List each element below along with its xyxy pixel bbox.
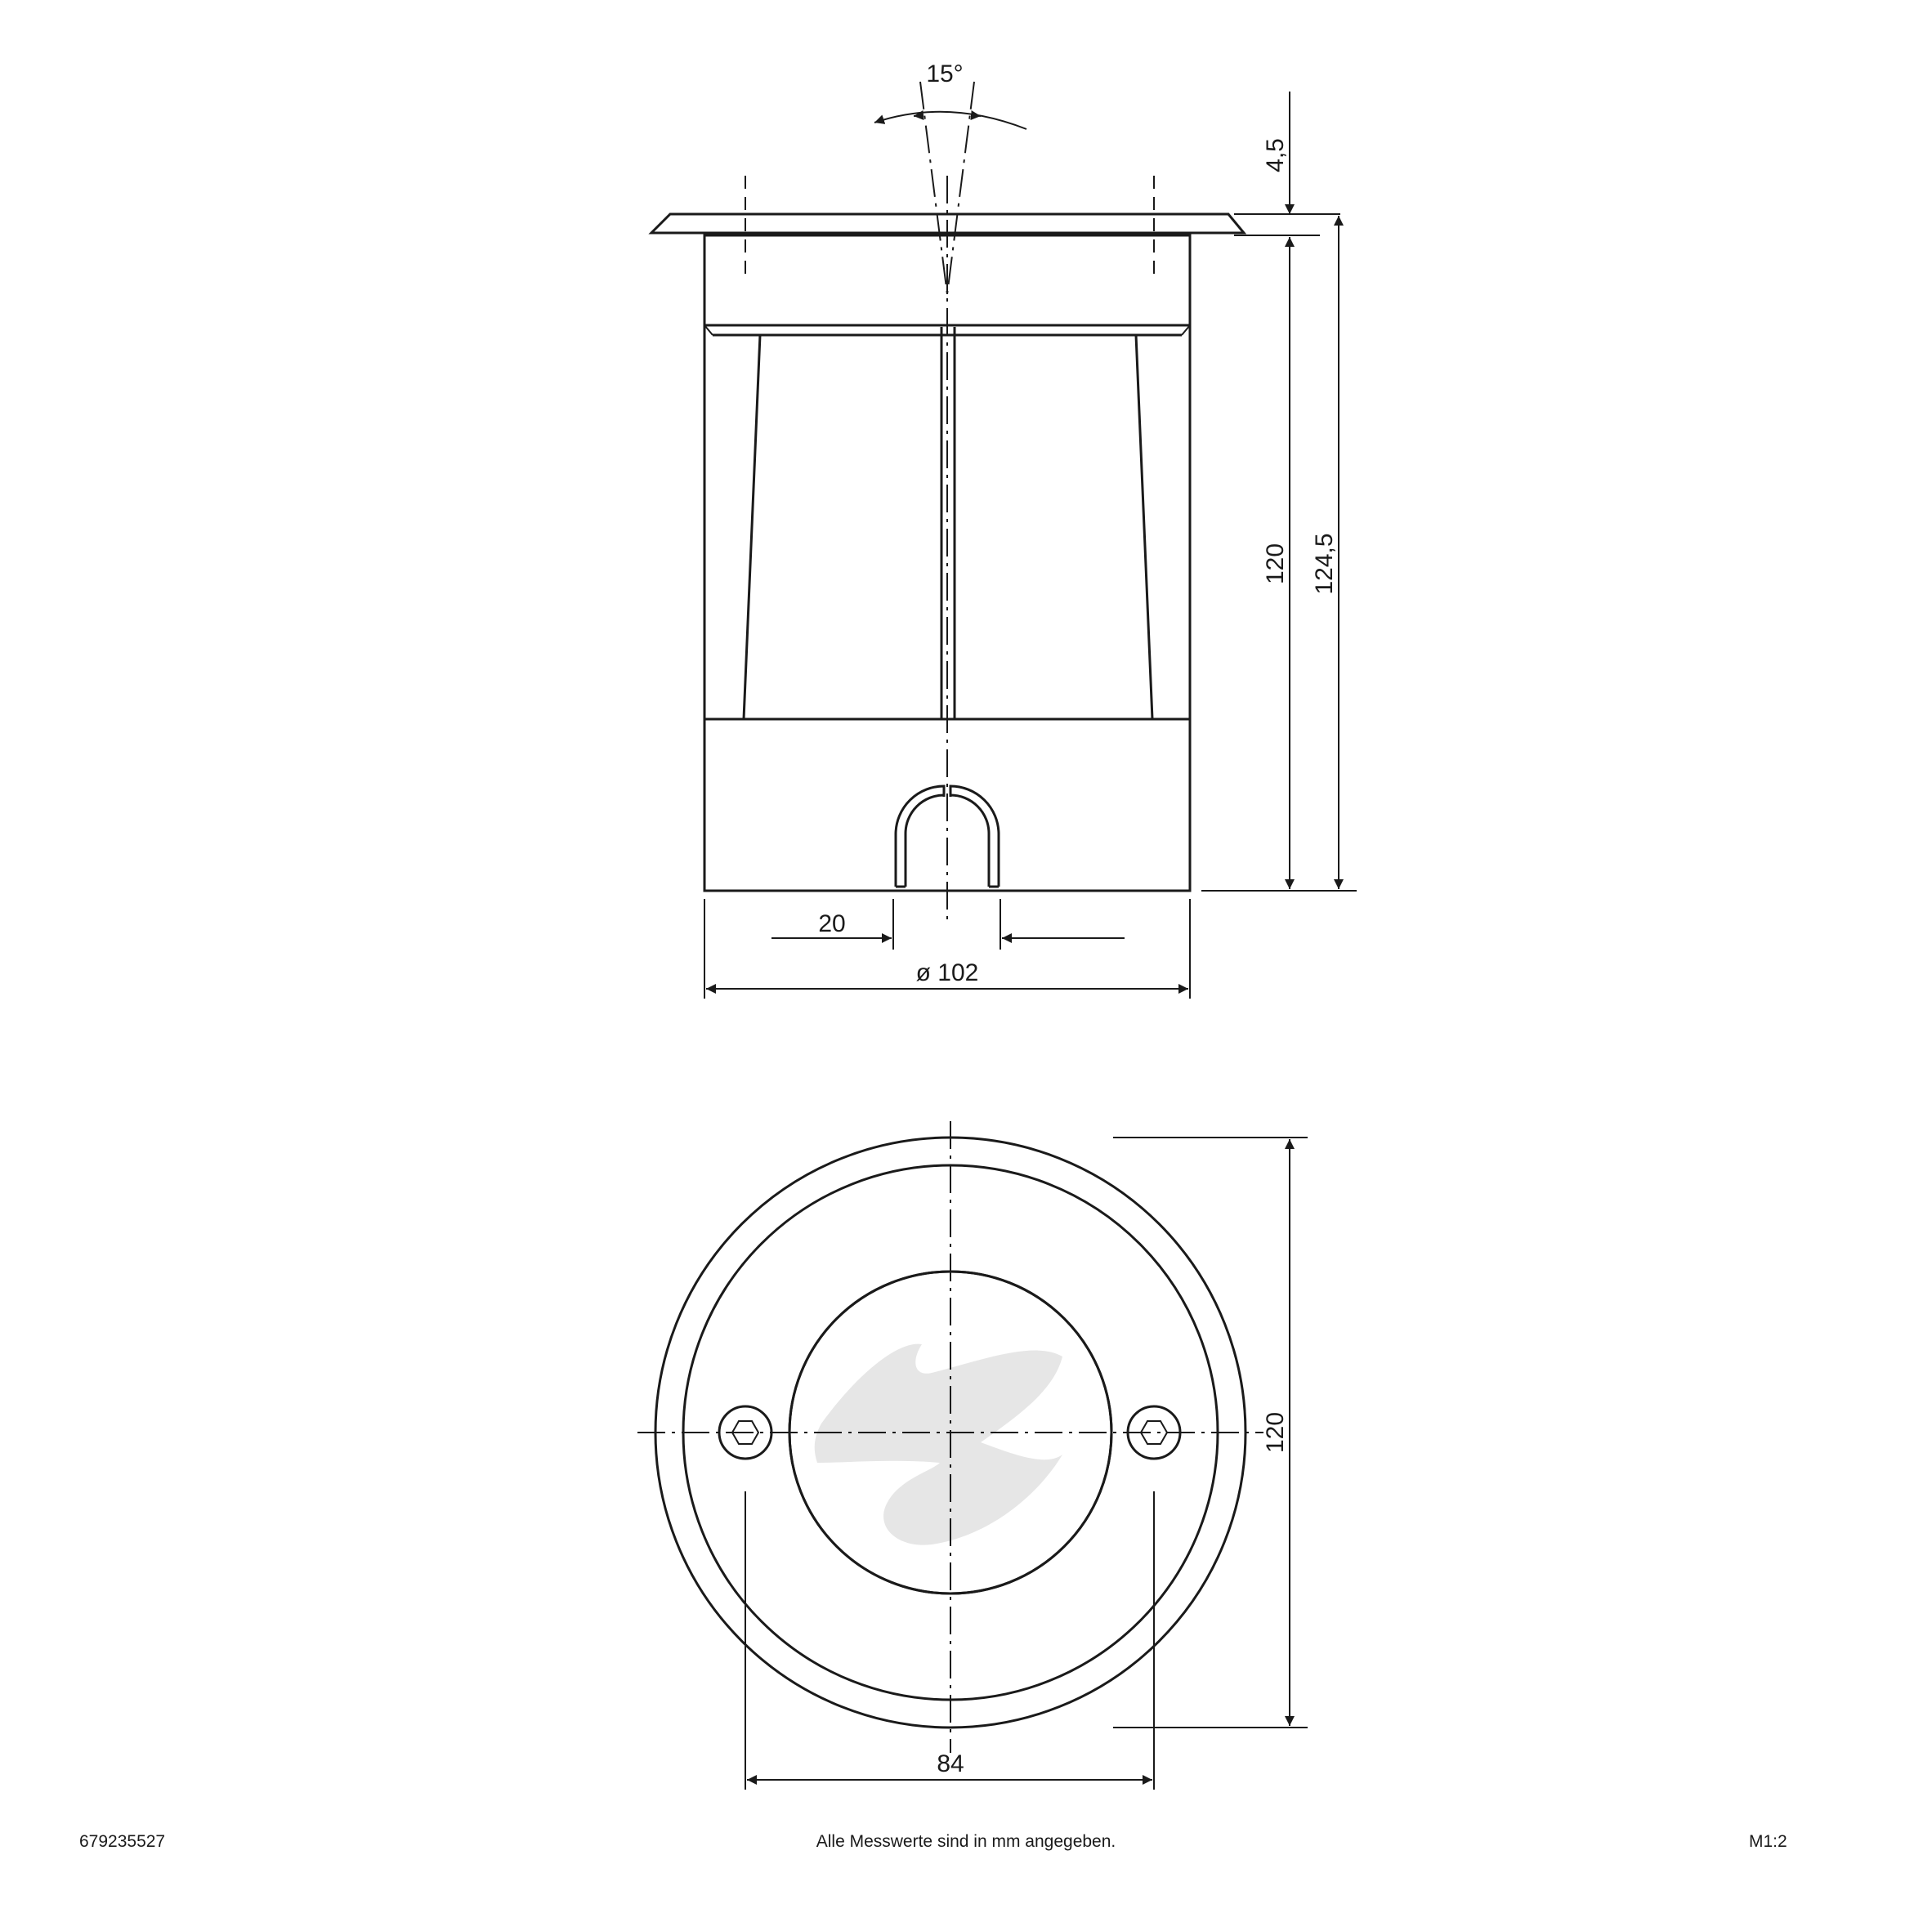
units-note: Alle Messwerte sind in mm angegeben. (816, 1832, 1116, 1851)
diameter-label: ø 102 (916, 959, 979, 986)
beam-line-left (919, 81, 948, 295)
reflector-left (742, 327, 943, 721)
total-height-label: 124,5 (1311, 533, 1338, 594)
beam-angle-arc (874, 110, 1027, 130)
scale-label: M1:2 (1749, 1832, 1787, 1851)
rim-bevel-left (704, 324, 713, 336)
flange-thickness-label: 4,5 (1262, 138, 1289, 172)
rim-bevel-right (1181, 324, 1191, 336)
watermark-swoosh (814, 1343, 1062, 1545)
beam-arrow-right (970, 110, 982, 120)
flange (648, 212, 1247, 235)
outer-diameter-label: 120 (1262, 1412, 1289, 1453)
beam-line-right (946, 81, 975, 295)
top-view: 120 84 (637, 1121, 1308, 1790)
article-number: 679235527 (79, 1832, 166, 1851)
side-view: 15° 4,5 120 124,5 20 ø 102 (648, 60, 1357, 999)
beam-angle-label: 15° (926, 60, 963, 87)
reflector-right (953, 327, 1154, 721)
body-height-label: 120 (1262, 543, 1289, 584)
hex-socket-icon (731, 1420, 760, 1445)
screw-spacing-label: 84 (937, 1750, 964, 1777)
cable-entry-clamp (894, 784, 1000, 888)
cable-offset-label: 20 (818, 910, 845, 937)
beam-arrow-left (913, 110, 924, 120)
